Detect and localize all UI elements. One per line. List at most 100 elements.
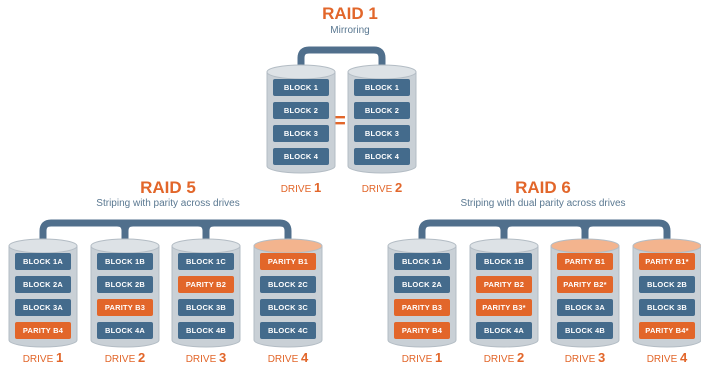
data-block: BLOCK 2A (394, 276, 450, 293)
drive-number: 2 (395, 180, 403, 195)
raid5-drive-label: DRIVE 4 (268, 350, 309, 365)
data-block: BLOCK 3 (273, 125, 329, 142)
raid5-drive-label: DRIVE 2 (105, 350, 146, 365)
parity-block: PARITY B1* (639, 253, 695, 270)
raid5-drive-label: DRIVE 3 (186, 350, 227, 365)
drive-cylinder-icon (550, 238, 620, 348)
data-block: BLOCK 2C (260, 276, 316, 293)
parity-block: PARITY B1 (260, 253, 316, 270)
data-block: BLOCK 2B (97, 276, 153, 293)
raid5-title: RAID 5 (140, 178, 196, 197)
data-block: BLOCK 1B (476, 253, 532, 270)
raid5-drive-3: BLOCK 1C PARITY B2 BLOCK 3B BLOCK 4B (171, 238, 241, 348)
raid1-subtitle: Mirroring (330, 25, 370, 36)
raid1-connector (297, 46, 386, 74)
drive-cylinder-icon (632, 238, 701, 348)
raid6-title: RAID 6 (515, 178, 571, 197)
parity-block: PARITY B3 (97, 299, 153, 316)
raid6-subtitle: Striping with dual parity across drives (460, 198, 626, 209)
drive-label-text: DRIVE (564, 354, 599, 365)
drive-cylinder-icon (347, 64, 417, 174)
data-block: BLOCK 1 (354, 79, 410, 96)
parity-block: PARITY B2* (557, 276, 613, 293)
parity-block: PARITY B3 (394, 299, 450, 316)
drive-cylinder-icon (90, 238, 160, 348)
raid1-drive-1: BLOCK 1 BLOCK 2 BLOCK 3 BLOCK 4 (266, 64, 336, 174)
parity-block: PARITY B4 (15, 322, 71, 339)
raid6-drive-label: DRIVE 3 (565, 350, 606, 365)
mirror-equals-sign: = (333, 108, 346, 133)
data-block: BLOCK 4 (273, 148, 329, 165)
raid6-drive-label: DRIVE 1 (402, 350, 443, 365)
drive-number: 1 (435, 350, 443, 365)
data-block: BLOCK 3B (178, 299, 234, 316)
raid1-drive-label: DRIVE 2 (362, 180, 403, 195)
data-block: BLOCK 1B (97, 253, 153, 270)
data-block: BLOCK 1A (15, 253, 71, 270)
drive-cylinder-icon (266, 64, 336, 174)
raid6-drive-1: BLOCK 1A BLOCK 2A PARITY B3 PARITY B4 (387, 238, 457, 348)
raid1-title: RAID 1 (322, 4, 378, 23)
raid5-drive-label: DRIVE 1 (23, 350, 64, 365)
drive-number: 3 (219, 350, 227, 365)
drive-label-text: DRIVE (361, 184, 396, 195)
raid6-drive-label: DRIVE 2 (484, 350, 525, 365)
raid6-connector (418, 219, 671, 248)
drive-number: 1 (314, 180, 322, 195)
raid6-drive-3: PARITY B1 PARITY B2* BLOCK 3A BLOCK 4B (550, 238, 620, 348)
drive-label-text: DRIVE (280, 184, 315, 195)
drive-label-text: DRIVE (185, 354, 220, 365)
raid6-drive-2: BLOCK 1B PARITY B2 PARITY B3* BLOCK 4A (469, 238, 539, 348)
drive-number: 2 (138, 350, 146, 365)
drive-label-text: DRIVE (401, 354, 436, 365)
drive-label-text: DRIVE (22, 354, 57, 365)
raid5-drive-2: BLOCK 1B BLOCK 2B PARITY B3 BLOCK 4A (90, 238, 160, 348)
data-block: BLOCK 4C (260, 322, 316, 339)
data-block: BLOCK 4A (476, 322, 532, 339)
parity-block: PARITY B2 (178, 276, 234, 293)
data-block: BLOCK 1 (273, 79, 329, 96)
data-block: BLOCK 1C (178, 253, 234, 270)
raid5-drive-4: PARITY B1 BLOCK 2C BLOCK 3C BLOCK 4C (253, 238, 323, 348)
drive-cylinder-icon (171, 238, 241, 348)
parity-block: PARITY B1 (557, 253, 613, 270)
data-block: BLOCK 2 (354, 102, 410, 119)
drive-cylinder-icon (387, 238, 457, 348)
parity-block: PARITY B4 (394, 322, 450, 339)
data-block: BLOCK 2 (273, 102, 329, 119)
drive-cylinder-icon (253, 238, 323, 348)
parity-block: PARITY B3* (476, 299, 532, 316)
drive-label-text: DRIVE (267, 354, 302, 365)
data-block: BLOCK 4B (178, 322, 234, 339)
drive-number: 4 (680, 350, 688, 365)
drive-cylinder-icon (469, 238, 539, 348)
data-block: BLOCK 4A (97, 322, 153, 339)
drive-label-text: DRIVE (104, 354, 139, 365)
parity-block: PARITY B4* (639, 322, 695, 339)
data-block: BLOCK 2A (15, 276, 71, 293)
data-block: BLOCK 3A (557, 299, 613, 316)
data-block: BLOCK 3A (15, 299, 71, 316)
drive-number: 2 (517, 350, 525, 365)
data-block: BLOCK 3B (639, 299, 695, 316)
data-block: BLOCK 1A (394, 253, 450, 270)
raid5-drive-1: BLOCK 1A BLOCK 2A BLOCK 3A PARITY B4 (8, 238, 78, 348)
parity-block: PARITY B2 (476, 276, 532, 293)
data-block: BLOCK 4 (354, 148, 410, 165)
data-block: BLOCK 2B (639, 276, 695, 293)
drive-label-text: DRIVE (483, 354, 518, 365)
data-block: BLOCK 3C (260, 299, 316, 316)
drive-number: 1 (56, 350, 64, 365)
raid6-drive-label: DRIVE 4 (647, 350, 688, 365)
raid5-connector (39, 219, 292, 248)
raid1-drive-label: DRIVE 1 (281, 180, 322, 195)
data-block: BLOCK 3 (354, 125, 410, 142)
drive-number: 4 (301, 350, 309, 365)
raid6-drive-4: PARITY B1* BLOCK 2B BLOCK 3B PARITY B4* (632, 238, 701, 348)
raid1-drive-2: BLOCK 1 BLOCK 2 BLOCK 3 BLOCK 4 (347, 64, 417, 174)
raid5-subtitle: Striping with parity across drives (96, 198, 240, 209)
data-block: BLOCK 4B (557, 322, 613, 339)
drive-label-text: DRIVE (646, 354, 681, 365)
